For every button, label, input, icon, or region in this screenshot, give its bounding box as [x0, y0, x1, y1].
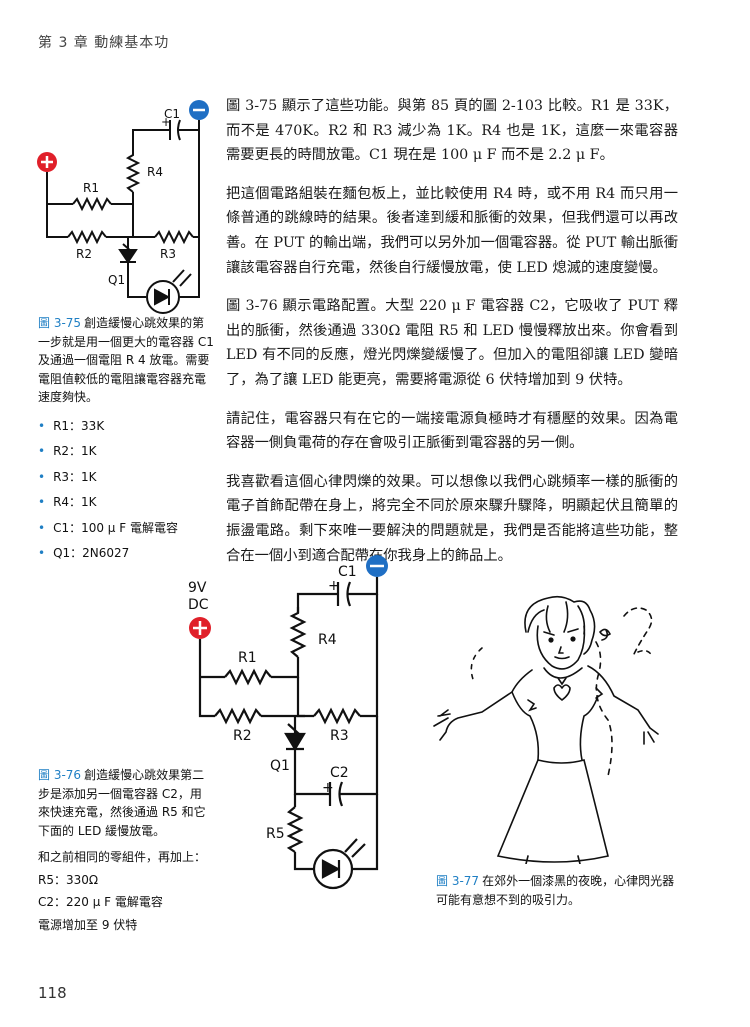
caption-label: 圖 3-75: [38, 316, 82, 330]
label-c1: C1: [338, 564, 357, 580]
list-item: R5：330Ω: [38, 872, 99, 887]
label-r1: R1: [83, 181, 99, 195]
resistor-r2: [214, 707, 262, 725]
label-r4: R4: [318, 632, 337, 648]
paragraph: 把這個電路組裝在麵包板上，並比較使用 R4 時，或不用 R4 而只用一條普通的跳…: [226, 185, 678, 276]
label-q1: Q1: [270, 758, 290, 774]
label-q1: Q1: [108, 273, 125, 287]
page-number: 118: [38, 984, 67, 1002]
put-q1: [118, 249, 138, 264]
caption-label: 圖 3-76: [38, 768, 82, 782]
list-item: •C1：100 μ F 電解電容: [38, 520, 178, 535]
list-item: •R1：33K: [38, 418, 105, 433]
label-r2: R2: [233, 728, 252, 744]
list-item: •R2：1K: [38, 444, 97, 458]
label-c2: C2: [330, 765, 349, 781]
label-r2: R2: [76, 247, 92, 261]
label-supply-dc: DC: [188, 597, 209, 613]
label-supply: 9V: [188, 580, 207, 596]
parts-list: •R1：33K •R2：1K •R3：1K •R4：1K •C1：100 μ F…: [38, 417, 216, 563]
paragraph: 請記住，電容器只有在它的一端接電源負極時才有穩壓的效果。因為電容器一側負電荷的存…: [226, 410, 678, 452]
resistor-r3: [154, 229, 194, 245]
insect-icon: [599, 628, 612, 641]
label-c1: C1: [164, 107, 180, 121]
list-item: C2：220 μ F 電解電容: [38, 895, 163, 909]
resistor-r4: [125, 151, 141, 193]
resistor-r5: [286, 806, 304, 853]
resistor-r2: [67, 229, 107, 245]
skirt: [496, 759, 609, 863]
figure-3-76-schematic: 9V DC C1 + R4 R1 R2 R3 Q1 C2 + R5: [188, 555, 388, 890]
put-q1: [284, 732, 306, 752]
resistor-r1: [224, 668, 272, 686]
figure-3-75-schematic: C1 + R4 R1 R2 R3 Q1: [37, 100, 209, 314]
label-plus: +: [328, 578, 340, 594]
paragraph: 圖 3-76 顯示電路配置。大型 220 μ F 電容器 C2，它吸收了 PUT…: [226, 298, 678, 388]
list-item: 電源增加至 9 伏特: [38, 917, 138, 932]
list-item: •Q1：2N6027: [38, 546, 130, 560]
chapter-header: 第 3 章 動練基本功: [38, 35, 170, 51]
list-item: •R4：1K: [38, 495, 97, 509]
caption-text: 在郊外一個漆黑的夜晚，心律閃光器可能有意想不到的吸引力。: [436, 874, 675, 907]
heart-icon: [553, 684, 571, 702]
label-r1: R1: [238, 650, 257, 666]
caption-text: 創造緩慢心跳效果的第一步就是用一個更大的電容器 C1 及通過一個電阻 R 4 放…: [38, 316, 214, 404]
label-plus: +: [161, 115, 171, 129]
list-item: •R3：1K: [38, 469, 97, 484]
resistor-r1: [72, 196, 112, 212]
resistor-r3: [313, 707, 361, 725]
caption-label: 圖 3-77: [436, 874, 480, 888]
label-plus: +: [322, 780, 334, 796]
label-r3: R3: [330, 728, 349, 744]
paragraph: 我喜歡看這個心律閃爍的效果。可以想像以我們心跳頻率一樣的脈衝的電子首飾配帶在身上…: [226, 473, 678, 564]
extras-note: 和之前相同的零組件，再加上：: [38, 850, 207, 864]
resistor-r4: [289, 607, 307, 658]
label-r3: R3: [160, 247, 176, 261]
label-r5: R5: [266, 826, 285, 842]
body-text: 圖 3-75 顯示了這些功能。與第 85 頁的圖 2-103 比較。R1 是 3…: [226, 94, 678, 582]
paragraph: 圖 3-75 顯示了這些功能。與第 85 頁的圖 2-103 比較。R1 是 3…: [226, 98, 678, 164]
caption-text: 創造緩慢心跳效果第二步是添加另一個電容器 C2，用來快速充電，然後通過 R5 和…: [38, 768, 206, 838]
label-r4: R4: [147, 165, 163, 179]
figure-3-77-illustration: [433, 595, 659, 864]
